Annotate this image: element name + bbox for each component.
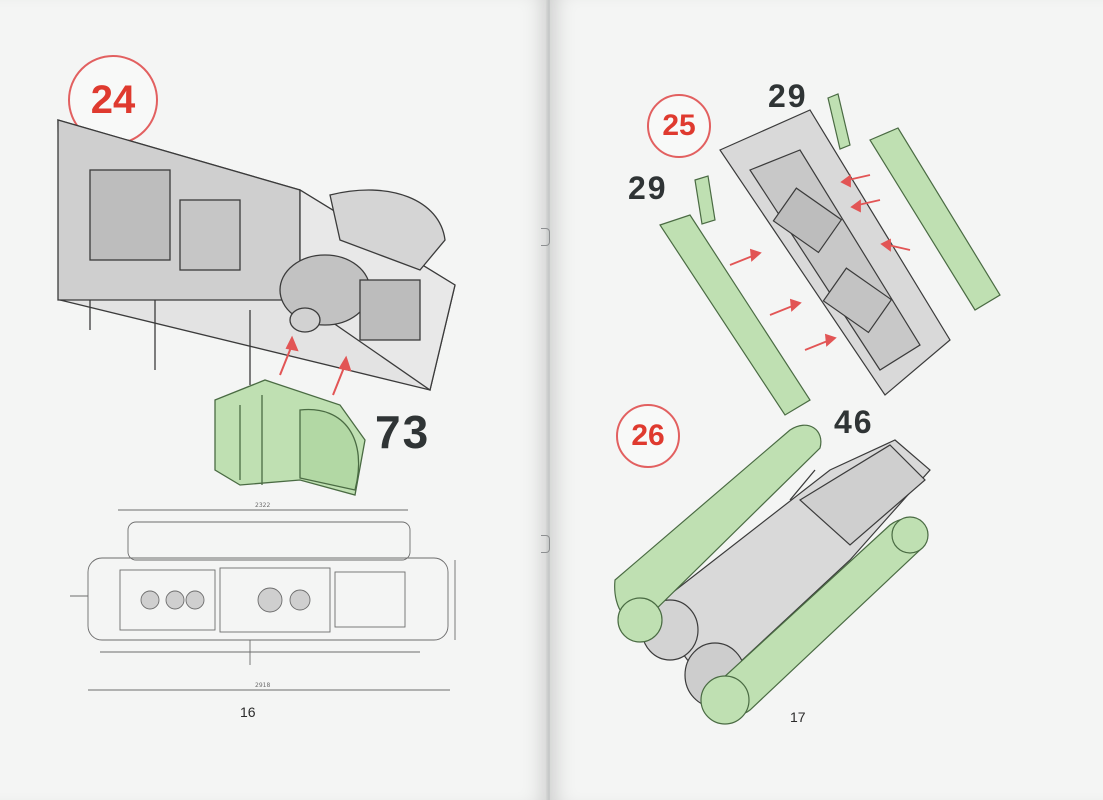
- step-25-badge: 25: [647, 94, 711, 158]
- step-number: 25: [662, 109, 696, 142]
- part-callout-46: 46: [834, 404, 874, 440]
- chassis-assembly-illustration: 2322 2918: [57, 119, 456, 691]
- left-page: 24: [0, 0, 548, 800]
- step-number: 26: [631, 419, 665, 452]
- page-number-right: 17: [790, 709, 806, 725]
- drawing-dimension-bottom: 2918: [255, 682, 270, 689]
- staple: [541, 228, 550, 246]
- book-spine: [546, 0, 552, 800]
- part-callout-29-top: 29: [768, 78, 808, 114]
- step-number: 24: [90, 77, 136, 122]
- page-number-left: 16: [240, 704, 256, 720]
- part-callout-73: 73: [375, 406, 431, 458]
- right-page: 25 26: [550, 0, 1103, 800]
- tracks-assembly-illustration: [614, 93, 1001, 725]
- step-26-badge: 26: [616, 404, 680, 468]
- staple: [541, 535, 550, 553]
- drawing-dimension-top: 2322: [255, 502, 270, 509]
- part-callout-29-left: 29: [628, 170, 668, 206]
